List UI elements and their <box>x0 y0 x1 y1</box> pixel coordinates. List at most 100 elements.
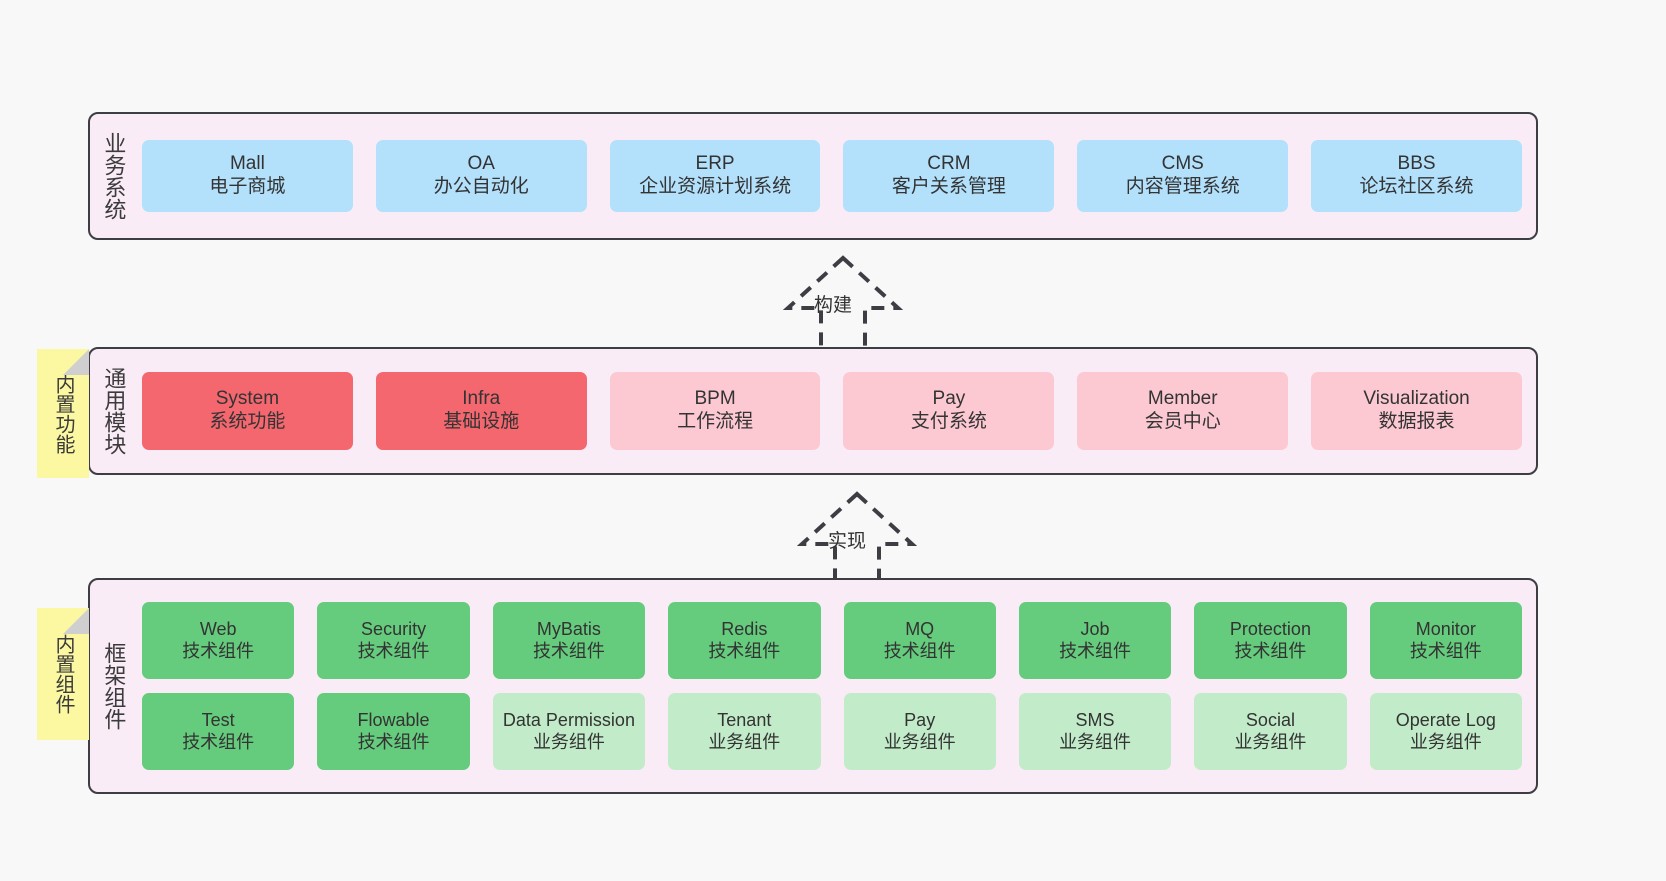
node-title: Protection <box>1229 618 1311 639</box>
node-title: BBS <box>1397 153 1436 175</box>
node-title: Member <box>1147 388 1218 410</box>
node-bpm[interactable]: BPM 工作流程 <box>609 372 821 450</box>
node-subtitle: 支付系统 <box>910 411 987 432</box>
layer-title-framework: 框架组件 <box>101 642 127 730</box>
node-subtitle: 论坛社区系统 <box>1359 176 1474 197</box>
node-member[interactable]: Member 会员中心 <box>1077 372 1289 450</box>
node-bbs[interactable]: BBS 论坛社区系统 <box>1311 140 1522 212</box>
node-subtitle: 技术组件 <box>357 731 430 752</box>
node-security[interactable]: Security 技术组件 <box>317 602 470 679</box>
node-title: Visualization <box>1363 388 1470 410</box>
node-subtitle: 基础设施 <box>443 411 520 432</box>
node-row-business: Test 技术组件 Flowable 技术组件 Data Permission … <box>142 693 1522 770</box>
layer-panel-modules: 通用模块 System 系统功能 Infra 基础设施 BPM 工作流程 Pay… <box>88 347 1538 475</box>
node-subtitle: 内容管理系统 <box>1125 176 1240 197</box>
layer-body-modules: System 系统功能 Infra 基础设施 BPM 工作流程 Pay 支付系统… <box>136 349 1536 473</box>
node-subtitle: 系统功能 <box>209 411 286 432</box>
arrow-label-build: 构建 <box>814 295 853 316</box>
arrow-label-implement: 实现 <box>828 531 867 552</box>
node-pay-business[interactable]: Pay 业务组件 <box>843 693 996 770</box>
layer-body-business: Mall 电子商城 OA 办公自动化 ERP 企业资源计划系统 CRM 客户关系… <box>136 114 1536 238</box>
node-subtitle: 技术组件 <box>1409 640 1482 661</box>
node-title: MQ <box>905 618 935 639</box>
arrow-build: 构建 <box>748 252 938 352</box>
node-title: Test <box>201 709 235 730</box>
sticky-note-builtin-function: 内置功能 <box>37 349 89 478</box>
node-title: Mall <box>229 153 265 175</box>
node-mybatis[interactable]: MyBatis 技术组件 <box>492 602 646 679</box>
layer-panel-business: 业务系统 Mall 电子商城 OA 办公自动化 ERP 企业资源计划系统 CRM… <box>88 112 1538 240</box>
node-subtitle: 业务组件 <box>883 731 956 752</box>
node-title: ERP <box>695 153 735 175</box>
node-subtitle: 技术组件 <box>883 640 956 661</box>
node-pay[interactable]: Pay 支付系统 <box>843 372 1055 450</box>
node-web[interactable]: Web 技术组件 <box>142 602 295 679</box>
node-infra[interactable]: Infra 基础设施 <box>375 372 587 450</box>
node-title: Operate Log <box>1395 709 1496 730</box>
sticky-label: 内置功能 <box>52 373 74 454</box>
node-protection[interactable]: Protection 技术组件 <box>1194 602 1347 679</box>
node-title: Data Permission <box>502 709 635 730</box>
node-mall[interactable]: Mall 电子商城 <box>142 140 353 212</box>
layer-title-business: 业务系统 <box>101 132 127 220</box>
node-row-tech: Web 技术组件 Security 技术组件 MyBatis 技术组件 Redi… <box>142 602 1522 679</box>
node-redis[interactable]: Redis 技术组件 <box>668 602 821 679</box>
node-subtitle: 业务组件 <box>1409 731 1482 752</box>
node-title: Monitor <box>1415 618 1476 639</box>
node-title: Job <box>1080 618 1110 639</box>
node-title: OA <box>467 153 495 175</box>
node-crm[interactable]: CRM 客户关系管理 <box>843 140 1055 212</box>
node-cms[interactable]: CMS 内容管理系统 <box>1077 140 1289 212</box>
node-title: System <box>215 388 280 410</box>
node-title: Redis <box>721 618 768 639</box>
node-tenant[interactable]: Tenant 业务组件 <box>668 693 821 770</box>
layer-panel-framework: 框架组件 Web 技术组件 Security 技术组件 MyBatis 技术组件… <box>88 578 1538 794</box>
node-title: Infra <box>462 388 501 410</box>
node-row: System 系统功能 Infra 基础设施 BPM 工作流程 Pay 支付系统… <box>142 372 1522 450</box>
node-subtitle: 技术组件 <box>532 640 605 661</box>
node-subtitle: 办公自动化 <box>433 176 529 197</box>
node-job[interactable]: Job 技术组件 <box>1018 602 1172 679</box>
node-sms[interactable]: SMS 业务组件 <box>1018 693 1172 770</box>
node-subtitle: 工作流程 <box>677 411 754 432</box>
node-title: Pay <box>904 709 936 730</box>
node-subtitle: 客户关系管理 <box>891 176 1006 197</box>
node-monitor[interactable]: Monitor 技术组件 <box>1369 602 1522 679</box>
sticky-note-builtin-component: 内置组件 <box>37 608 89 740</box>
node-title: SMS <box>1075 709 1115 730</box>
node-system[interactable]: System 系统功能 <box>142 372 353 450</box>
node-subtitle: 业务组件 <box>708 731 781 752</box>
node-title: Web <box>199 618 237 639</box>
node-oa[interactable]: OA 办公自动化 <box>375 140 587 212</box>
node-subtitle: 技术组件 <box>1059 640 1132 661</box>
node-operate-log[interactable]: Operate Log 业务组件 <box>1369 693 1522 770</box>
node-subtitle: 会员中心 <box>1144 411 1221 432</box>
node-social[interactable]: Social 业务组件 <box>1194 693 1347 770</box>
node-subtitle: 技术组件 <box>182 731 255 752</box>
node-erp[interactable]: ERP 企业资源计划系统 <box>609 140 821 212</box>
node-subtitle: 数据报表 <box>1378 411 1455 432</box>
node-title: Social <box>1245 709 1295 730</box>
node-flowable[interactable]: Flowable 技术组件 <box>317 693 470 770</box>
node-subtitle: 技术组件 <box>708 640 781 661</box>
node-mq[interactable]: MQ 技术组件 <box>843 602 996 679</box>
node-subtitle: 企业资源计划系统 <box>639 176 792 197</box>
node-subtitle: 电子商城 <box>209 176 286 197</box>
node-title: Pay <box>932 388 966 410</box>
layer-body-framework: Web 技术组件 Security 技术组件 MyBatis 技术组件 Redi… <box>136 580 1536 792</box>
arrow-implement: 实现 <box>762 488 952 588</box>
node-subtitle: 技术组件 <box>357 640 430 661</box>
layer-title-modules: 通用模块 <box>101 367 127 455</box>
node-test[interactable]: Test 技术组件 <box>142 693 295 770</box>
node-data-permission[interactable]: Data Permission 业务组件 <box>492 693 646 770</box>
node-row: Mall 电子商城 OA 办公自动化 ERP 企业资源计划系统 CRM 客户关系… <box>142 140 1522 212</box>
node-visualization[interactable]: Visualization 数据报表 <box>1311 372 1522 450</box>
node-title: Flowable <box>357 709 430 730</box>
node-subtitle: 业务组件 <box>1059 731 1132 752</box>
node-subtitle: 技术组件 <box>1234 640 1307 661</box>
node-title: BPM <box>694 388 736 410</box>
node-subtitle: 业务组件 <box>1234 731 1307 752</box>
node-title: Tenant <box>717 709 772 730</box>
node-title: MyBatis <box>536 618 601 639</box>
